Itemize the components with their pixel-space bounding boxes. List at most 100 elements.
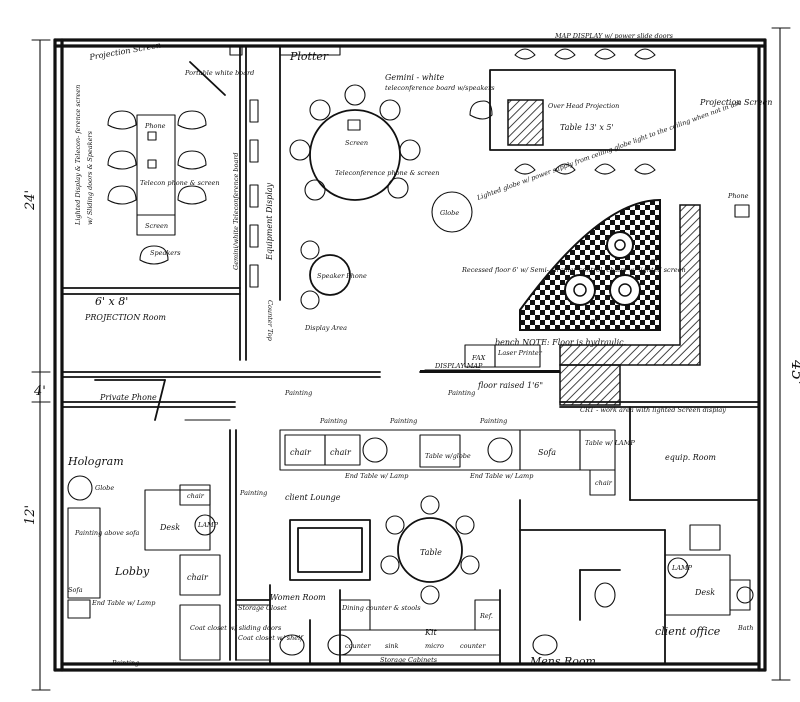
- label-display-area: Display Area: [304, 324, 347, 332]
- label-chair-lounge-b: chair: [330, 448, 352, 457]
- label-ref: Ref.: [479, 612, 493, 620]
- label-dining-counter: Dining counter & stools: [341, 604, 421, 612]
- label-overhead-projection: Over Head Projection: [548, 102, 619, 110]
- label-bench-note: bench NOTE: Floor is hydraulic.: [495, 338, 626, 347]
- label-lobby: Lobby: [114, 565, 150, 578]
- label-storage-cabinets: Storage Cabinets: [380, 656, 438, 664]
- label-chair-lobby-bottom: chair: [187, 573, 209, 582]
- label-screen-left: Screen: [145, 222, 168, 230]
- dimension-24ft: 24': [23, 190, 38, 211]
- label-fax: FAX: [471, 354, 486, 362]
- label-lamp-lobby: LAMP: [197, 521, 219, 529]
- label-kit: Kit: [424, 628, 438, 637]
- label-screen-middle: Screen: [345, 139, 368, 147]
- label-mens-room: Mens Room: [529, 655, 596, 668]
- label-gemini-telecon-board: Gemini/white Teleconference board: [232, 152, 240, 270]
- label-equip-room: equip. Room: [665, 453, 716, 462]
- label-table-13x5: Table 13' x 5': [560, 123, 614, 132]
- label-lighted-display-sub: w/ Sliding doors & Speakers: [86, 130, 94, 225]
- recessed-floor: [519, 198, 661, 331]
- label-micro: micro: [425, 642, 444, 650]
- label-end-table-lamp-b: End Table w/ Lamp: [469, 472, 534, 480]
- dimension-4ft: 4': [33, 384, 46, 399]
- label-dim-9: 9': [590, 318, 597, 327]
- label-speakers-left: Speakers: [150, 249, 181, 257]
- label-painting-lobby-bottom: Painting: [111, 659, 139, 667]
- label-equipment-display: Equipment Display: [265, 182, 274, 261]
- dimension-12ft: 12': [23, 505, 38, 525]
- label-counter-top: Counter Top: [266, 300, 274, 342]
- lobby: [67, 419, 231, 661]
- label-painting-c: Painting: [319, 417, 347, 425]
- label-painting-d: Painting: [389, 417, 417, 425]
- label-client-lounge: client Lounge: [285, 493, 341, 502]
- exterior-walls: [53, 38, 767, 672]
- label-speaker-phone: Speaker Phone: [317, 272, 367, 280]
- label-painting-f: Painting: [239, 489, 267, 497]
- equipment-display: [249, 99, 259, 288]
- label-telecon-phone: Telecon phone & screen: [140, 179, 220, 187]
- label-crt-area: CRT - work area with lighted Screen disp…: [580, 406, 726, 414]
- label-chair-lobby-top: chair: [187, 492, 205, 500]
- label-lamp-office: LAMP: [671, 564, 693, 572]
- label-laser-printer: Laser Printer: [497, 349, 543, 357]
- label-women-room: Women Room: [270, 593, 326, 602]
- teleconference-round-table: [279, 44, 421, 310]
- label-painting-b: Painting: [447, 389, 475, 397]
- label-portable-whiteboard: Portable white board: [184, 69, 254, 77]
- label-table-center: Table: [420, 548, 442, 557]
- center-round-table: [380, 495, 480, 605]
- label-telecon-board-speakers: teleconference board w/speakers: [385, 84, 495, 92]
- label-painting-e: Painting: [479, 417, 507, 425]
- label-chair-lounge-a: chair: [290, 448, 312, 457]
- label-painting-above-sofa: Painting above sofa: [74, 529, 140, 537]
- label-counter-a: counter: [345, 642, 371, 650]
- label-projection-screen-right: Projection Screen: [699, 98, 772, 107]
- label-painting-a: Painting: [284, 389, 312, 397]
- label-counter-b: counter: [460, 642, 486, 650]
- label-projection-screen-top: Projection Screen: [88, 41, 162, 63]
- label-sofa-lobby: Sofa: [68, 586, 83, 594]
- label-plotter: Plotter: [289, 50, 329, 63]
- label-sofa-right: Sofa: [538, 448, 556, 457]
- label-table-w-lamp: Table w/ LAMP: [585, 439, 635, 447]
- label-globe: Globe: [440, 209, 459, 217]
- label-map-display: MAP DISPLAY w/ power slide doors: [554, 32, 674, 40]
- label-lighted-display: Lighted Display & Telecon- ference scree…: [74, 85, 82, 226]
- label-dim-8: 8': [650, 258, 657, 267]
- label-projection-room: PROJECTION Room: [84, 313, 166, 322]
- label-coat-closet-doors: Coat closet w/ sliding doors: [190, 624, 282, 632]
- fax-printer: [424, 344, 541, 371]
- label-desk-office: Desk: [694, 588, 715, 597]
- label-end-table-lamp-a: End Table w/ Lamp: [344, 472, 409, 480]
- label-hologram: Hologram: [67, 455, 124, 468]
- label-gemini-white: Gemini - white: [385, 73, 445, 82]
- dimension-lines: [31, 27, 791, 691]
- label-coat-closet-shelf: Coat closet w/ shelf: [238, 634, 304, 642]
- client-office: [664, 524, 754, 616]
- label-private-phone: Private Phone: [99, 393, 157, 402]
- dimension-45ft: 45': [788, 359, 800, 385]
- label-table-w-globe: Table w/globe: [425, 452, 471, 460]
- label-floor-raised: floor raised 1'6": [477, 381, 543, 390]
- label-display-map: DISPLAY MAP: [434, 362, 483, 370]
- label-client-office: client office: [655, 625, 721, 638]
- label-end-table-lobby: End Table w/ Lamp: [91, 599, 156, 607]
- client-lounge-seating: [279, 429, 616, 496]
- teleconference-room-left: [107, 44, 243, 265]
- label-projection-room-dim: 6' x 8': [95, 295, 128, 308]
- label-recessed-floor: Recessed floor 6' w/ Semi- circular cont…: [461, 266, 686, 274]
- label-chair-lounge-right: chair: [595, 479, 613, 487]
- label-telecon-phone-screen: Teleconference phone & screen: [335, 169, 439, 177]
- conference-table-13x5: [431, 48, 750, 233]
- hatched-features: [420, 99, 701, 406]
- label-sink: sink: [385, 642, 399, 650]
- interior-walls: [61, 45, 760, 665]
- label-phone-right: Phone: [727, 192, 749, 200]
- label-bath: Bath: [737, 624, 753, 632]
- label-globe-lobby: Globe: [95, 484, 114, 492]
- kitchen-restroom-fixtures: [235, 582, 616, 661]
- label-storage-closet: Storage Closet: [238, 604, 287, 612]
- label-phone-left: Phone: [144, 122, 166, 130]
